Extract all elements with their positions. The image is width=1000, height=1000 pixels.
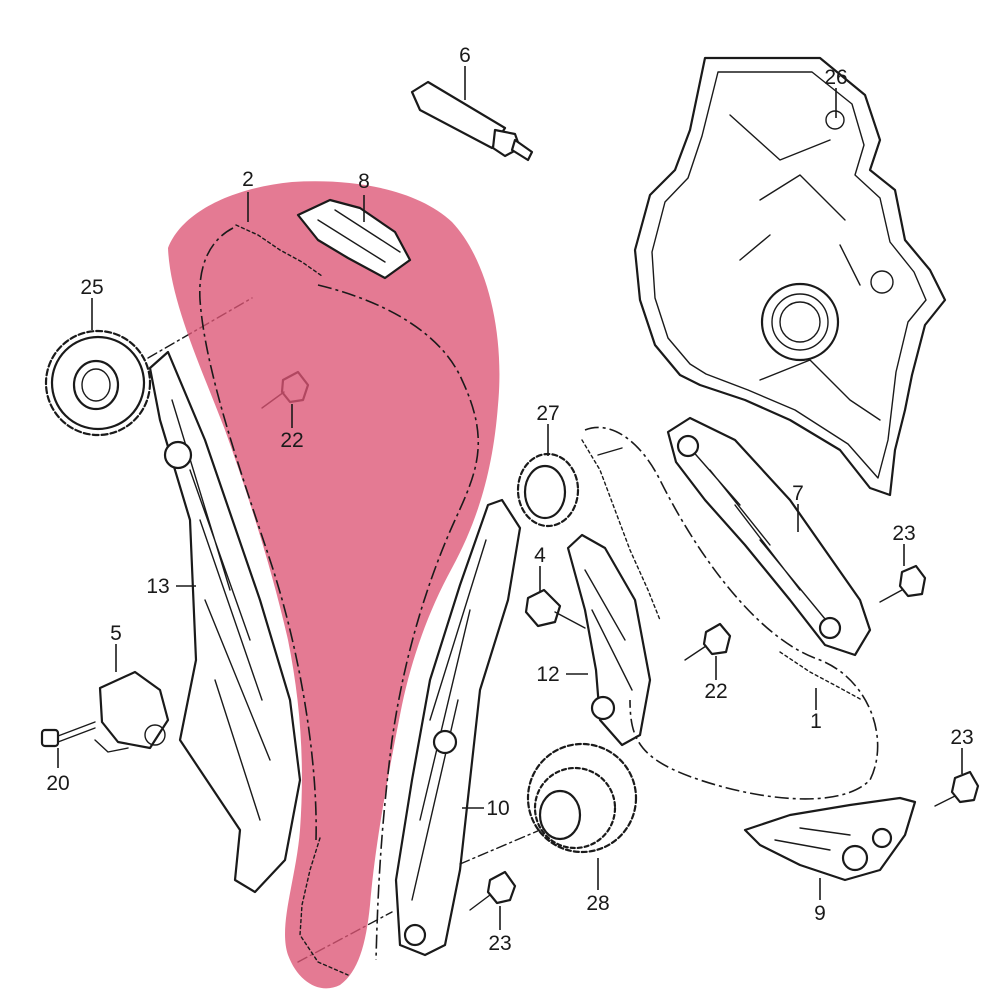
callout-13: 13	[146, 575, 169, 598]
sealant-tube-part-6	[410, 80, 534, 162]
highlighted-chain-region	[168, 181, 500, 989]
timing-chain-part-1	[581, 426, 879, 800]
chain-tensioner-part-5	[94, 670, 170, 753]
bolt-part-23-right	[879, 564, 927, 603]
callout-20: 20	[46, 772, 69, 795]
bolt-part-23-lower-right	[934, 770, 980, 807]
callout-10: 10	[486, 797, 509, 820]
callout-1: 1	[810, 710, 822, 733]
callout-28: 28	[586, 892, 609, 915]
callout-8: 8	[358, 170, 370, 193]
callout-9: 9	[814, 902, 826, 925]
chain-guide-part-8	[296, 198, 412, 280]
callout-4: 4	[534, 544, 546, 567]
timing-cover-part-26	[633, 56, 947, 497]
tensioning-rail-part-13	[148, 350, 302, 894]
callout-25: 25	[80, 276, 103, 299]
camshaft-sprocket-part-25	[44, 329, 152, 437]
callout-23-bottom: 23	[488, 932, 511, 955]
callout-23-lower-right: 23	[950, 726, 973, 749]
callout-27: 27	[536, 402, 559, 425]
callout-26: 26	[824, 66, 847, 89]
callout-23-right: 23	[892, 522, 915, 545]
callout-22-upper: 22	[280, 429, 303, 452]
callout-labels: 2 8 6 26 25 22 27 4 7 23 13 5 12 22 1 23…	[46, 44, 973, 955]
callout-7: 7	[792, 482, 804, 505]
bolt-part-23-bottom	[469, 870, 517, 911]
callout-6: 6	[459, 44, 471, 67]
bolt-part-20	[40, 721, 96, 748]
callout-12: 12	[536, 663, 559, 686]
guide-rail-part-7	[666, 416, 872, 657]
bolt-part-22-lower	[684, 622, 732, 661]
callout-22-lower: 22	[704, 680, 727, 703]
crankshaft-sprocket-part-28	[526, 742, 638, 854]
callout-2: 2	[242, 168, 254, 191]
guide-rail-part-12	[566, 533, 652, 747]
guide-rail-part-10	[394, 498, 522, 957]
tensioner-rail-part-9	[743, 796, 917, 882]
callout-5: 5	[110, 622, 122, 645]
bolt-part-4	[524, 588, 586, 629]
leader-lines	[57, 66, 963, 930]
sprocket-part-27	[516, 452, 580, 528]
